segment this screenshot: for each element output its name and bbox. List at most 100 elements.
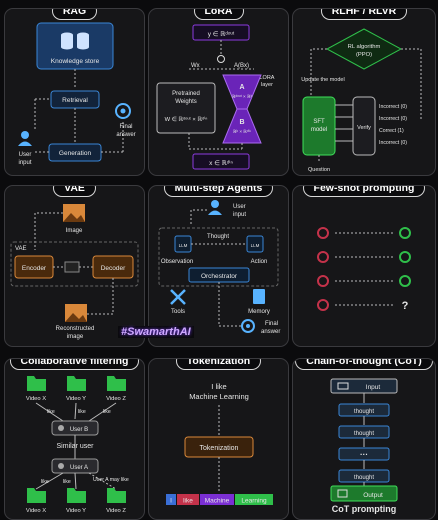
answer-icon (241, 319, 255, 333)
result-1: Incorrect (0) (379, 104, 407, 110)
may-like-label: User A may like (93, 477, 129, 483)
folder-icon (67, 488, 86, 503)
similar-user-label: Similar user (57, 443, 95, 450)
rag-user-input-line2: input (18, 160, 31, 166)
top-video-z: Video Z (106, 396, 126, 402)
example-row-3 (317, 275, 411, 287)
output-icon (337, 489, 348, 498)
cot-input-label: Input (366, 384, 381, 391)
lora-b-matrix (222, 108, 262, 144)
orchestrator-label: Orchestrator (201, 273, 238, 280)
example-row-1 (317, 227, 411, 239)
vae-panel: Image VAE Encoder Decoder Reconstructed … (4, 185, 145, 347)
lora-panel: y ∈ ℝᵈᵒᵘᵗ Wx A(Bx) LORA layer Pretrained… (148, 8, 289, 176)
tools-icon (170, 289, 186, 305)
vae-image-label: Image (66, 228, 83, 234)
wx-label: Wx (191, 63, 200, 69)
memory-label: Memory (248, 309, 270, 315)
lora-a-letter: A (239, 84, 244, 91)
token-chip-2 (177, 494, 199, 505)
verify-box (352, 96, 376, 156)
x-input-box (192, 153, 250, 170)
folder-icon (27, 488, 46, 503)
lora-a-dim: ℝᵈᵒᵘᵗ × ℝᵏ (232, 94, 253, 99)
user-b-label: User B (70, 427, 88, 433)
fewshot-diagram: ? (317, 227, 411, 312)
user-a-node (51, 458, 99, 474)
cot-caption: CoT prompting (332, 504, 397, 514)
recon-line1: Reconstructed (56, 326, 95, 332)
thought-label-2: thought (354, 431, 374, 437)
collab-diagram: Video X Video Y Video Z like like like U… (26, 376, 129, 514)
lora-layer-line1: LORA (260, 75, 275, 81)
rlhf-diagram: RL algorithm (PPO) Update the model SFT … (301, 28, 422, 173)
token-chip-3 (200, 494, 234, 505)
vae-label: VAE (15, 246, 27, 252)
result-4: Incorrect (0) (379, 140, 407, 146)
cot-input-box (330, 378, 398, 394)
rag-final-answer-line2: answer (116, 132, 135, 138)
user-a-label: User A (70, 465, 88, 471)
token-text-line1: I like (211, 382, 226, 391)
vae-diagram: Image VAE Encoder Decoder Reconstructed … (10, 204, 139, 340)
agents-final-line1: Final (265, 321, 278, 327)
like-label: like (41, 479, 49, 485)
folder-icon (67, 376, 86, 391)
question-label: Question (308, 167, 330, 173)
cot-panel: Input thought thought ··· thought Output… (292, 358, 436, 520)
rag-diagram: Knowledge store Retrieval Generation Use… (18, 22, 136, 166)
rlhf-panel: RL algorithm (PPO) Update the model SFT … (292, 8, 436, 176)
token-4: Learning (241, 498, 267, 505)
cot-output-label: Output (363, 492, 383, 499)
agents-title: Multi-step Agents (163, 186, 274, 197)
rag-panel: Knowledge store Retrieval Generation Use… (4, 8, 145, 176)
database-icon (61, 32, 89, 50)
lora-a-matrix (222, 74, 262, 110)
lora-b-dim: ℝᵏ × ℝᵈⁱⁿ (233, 128, 252, 134)
agents-user-line2: input (233, 212, 246, 218)
rlhf-title: RLHF / RLVR (320, 9, 408, 20)
collab-title: Collaborative filtering (9, 359, 140, 370)
bottom-video-x: Video X (26, 508, 46, 514)
like-label: like (63, 479, 71, 485)
agents-user-line1: User (233, 204, 246, 210)
token-2: like (183, 498, 193, 505)
cot-diagram: Input thought thought ··· thought Output… (330, 378, 398, 514)
decoder-label: Decoder (101, 265, 126, 272)
token-chip-1 (166, 494, 176, 505)
user-icon (18, 131, 32, 146)
lora-layer-line2: layer (261, 82, 273, 88)
thought-label-3: thought (354, 475, 374, 481)
y-output-label: y ∈ ℝᵈᵒᵘᵗ (208, 30, 235, 38)
retrieval-label: Retrieval (62, 97, 88, 104)
thought-label: Thought (207, 234, 229, 240)
x-input-label: x ∈ ℝᵈⁱⁿ (209, 159, 233, 167)
token-panel: I like Machine Learning Tokenization I l… (148, 358, 289, 520)
folder-icon (27, 376, 46, 391)
top-video-y: Video Y (66, 396, 86, 402)
llm-left-label: LLM (179, 243, 188, 248)
agents-panel: User input Thought LLM LLM Observation A… (148, 185, 289, 347)
like-label: like (78, 409, 86, 415)
sum-node (217, 55, 225, 63)
rag-final-answer-line1: Final (119, 124, 132, 130)
bottom-video-y: Video Y (66, 508, 86, 514)
action-label: Action (251, 259, 268, 265)
image-icon (63, 204, 85, 222)
abx-label: A(Bx) (234, 63, 249, 69)
sft-model-box (302, 96, 336, 156)
token-text-line2: Machine Learning (189, 392, 249, 401)
token-title: Tokenization (175, 359, 262, 370)
reconstructed-image-icon (65, 304, 87, 322)
rl-algorithm-line1: RL algorithm (348, 44, 381, 50)
generation-label: Generation (59, 150, 92, 157)
thought-label-1: thought (354, 409, 374, 415)
fewshot-title: Few-shot prompting (302, 186, 426, 197)
rl-algorithm-line2: (PPO) (356, 52, 372, 58)
tools-label: Tools (171, 309, 185, 315)
token-chip-4 (235, 494, 273, 505)
pretrained-weights-box (156, 82, 216, 134)
latent-box (64, 261, 80, 273)
rag-title: RAG (51, 9, 98, 20)
result-3: Correct (1) (379, 128, 404, 134)
